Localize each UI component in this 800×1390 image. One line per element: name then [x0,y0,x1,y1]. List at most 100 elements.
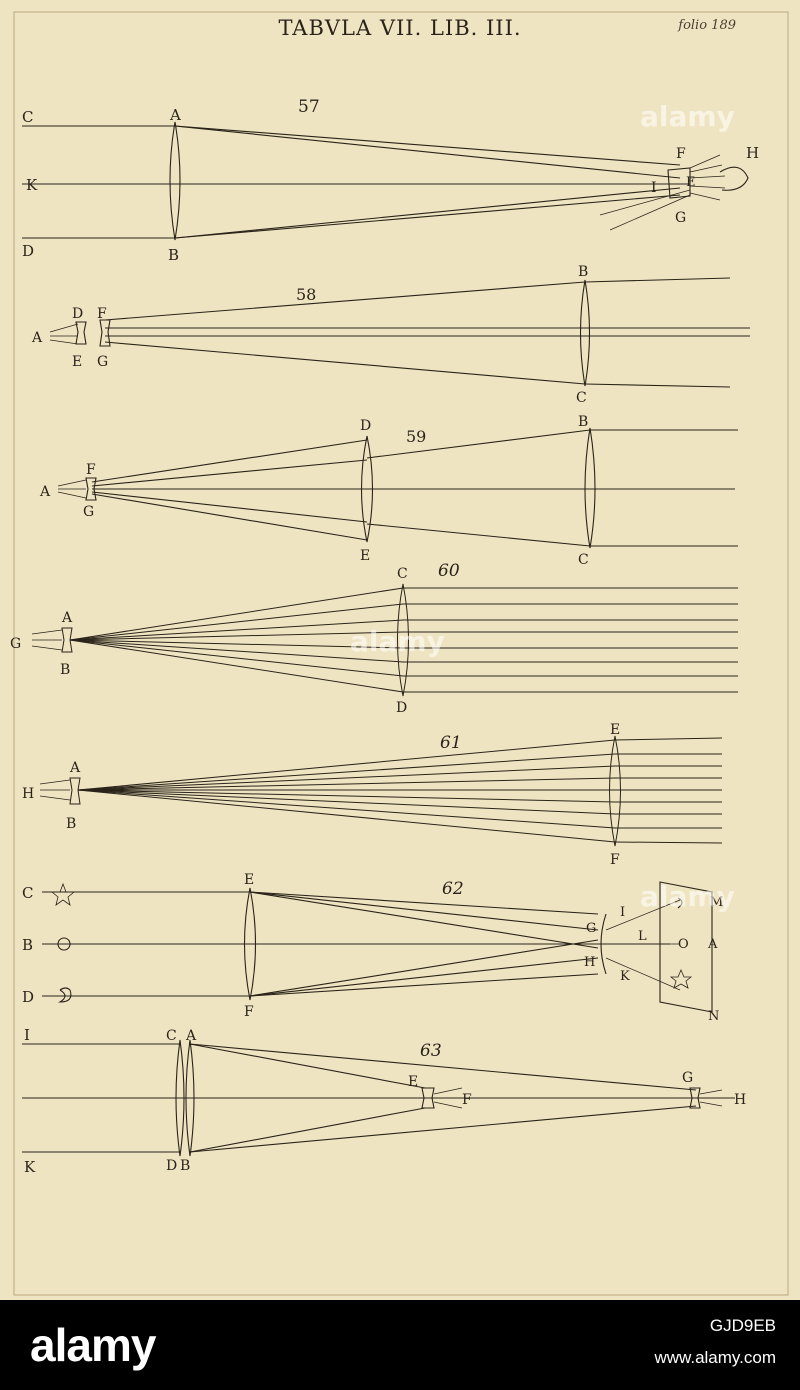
site-url: www.alamy.com [654,1348,776,1367]
figure-61-labels: 61 A H B E F [22,722,620,868]
figure-57-labels: 57 C A K D B F H E I G [22,97,759,264]
svg-text:A: A [185,1028,197,1044]
svg-text:K: K [26,176,38,194]
lens-58 [579,279,591,387]
eyepiece-60 [61,627,73,653]
figure-number-60: 60 [438,561,460,581]
concave-lens-62 [600,913,607,975]
svg-text:E: E [360,548,370,564]
svg-text:B: B [180,1158,190,1174]
eyepiece-57 [667,167,691,199]
svg-text:E: E [610,722,620,738]
svg-text:F: F [610,852,620,868]
svg-text:A: A [169,106,181,124]
figure-60-labels: 60 C A G B D [10,561,460,716]
svg-text:H: H [734,1092,746,1108]
image-id: GJD9EB [709,1316,776,1335]
svg-text:C: C [22,108,33,126]
svg-text:I: I [24,1026,30,1044]
svg-text:D: D [360,418,371,434]
plate-border [13,11,789,1296]
svg-text:G: G [682,1070,693,1086]
star-icon [50,882,76,906]
svg-text:D: D [22,988,34,1006]
lens-62 [243,887,257,1001]
figure-62-labels: 62 C E B D F G I H K L M O A N [22,872,723,1024]
svg-text:G: G [586,921,596,936]
svg-text:D: D [22,242,34,260]
footer-bar: alamy GJD9EB www.alamy.com [0,1300,800,1390]
svg-text:H: H [584,955,595,970]
svg-text:H: H [22,786,34,802]
svg-text:O: O [678,937,689,952]
svg-text:A: A [31,330,43,346]
lens-63a [175,1039,185,1157]
figure-58 [49,277,750,388]
svg-text:E: E [72,354,82,370]
figure-57 [22,121,749,241]
figure-62 [42,881,713,1013]
svg-text:B: B [60,662,70,678]
svg-text:F: F [244,1004,254,1020]
star-image-icon [669,968,693,989]
svg-text:B: B [168,246,179,264]
svg-text:C: C [578,552,589,568]
moon-image-icon [677,897,683,909]
svg-text:D: D [396,700,407,716]
svg-text:F: F [462,1092,472,1108]
moon-icon [58,987,72,1003]
figure-59 [57,427,738,549]
eyepiece-63a [421,1087,435,1109]
svg-text:A: A [61,610,73,626]
svg-text:G: G [97,354,108,370]
svg-text:H: H [746,144,759,162]
svg-text:E: E [244,872,254,888]
svg-text:C: C [576,390,587,406]
svg-text:F: F [676,146,686,162]
figure-60 [31,583,738,697]
svg-text:I: I [651,180,657,196]
watermark: alamy [640,100,735,133]
plate-title: TABVLA VII. LIB. III. [278,16,522,40]
svg-text:A: A [39,484,51,500]
figure-number-63: 63 [420,1041,442,1061]
svg-text:A: A [707,937,718,952]
folio-number: folio 189 [678,18,736,33]
svg-text:F: F [86,462,96,478]
lens-61 [609,735,621,847]
sun-icon [57,937,71,951]
svg-text:B: B [22,936,33,954]
screen-62 [659,881,713,1013]
figure-58-labels: 58 D F A E G B C [31,264,588,406]
figure-number-57: 57 [298,97,320,117]
figure-59-labels: 59 D B F A G E C [39,414,589,568]
figure-number-62: 62 [442,879,464,899]
svg-text:G: G [83,504,94,520]
eyepiece-58a [75,321,87,345]
svg-text:A: A [69,760,81,776]
svg-text:E: E [408,1074,418,1090]
svg-text:B: B [578,264,588,280]
svg-text:M: M [710,895,723,910]
watermark: alamy [640,880,735,913]
lens-59b [584,427,596,549]
svg-text:F: F [97,306,107,322]
svg-text:C: C [166,1028,177,1044]
lens-60 [397,583,409,697]
eyepiece-58b [99,319,111,347]
alamy-logo: alamy [30,1319,156,1371]
svg-text:G: G [10,636,21,652]
svg-text:D: D [166,1158,177,1174]
figure-61 [39,735,723,847]
lens-59a [360,435,374,543]
eyepiece-63b [689,1087,701,1109]
svg-text:E: E [686,175,696,190]
plate-page: TABVLA VII. LIB. III. folio 189 57 C A K… [0,0,800,1300]
svg-text:K: K [620,969,630,984]
figure-number-58: 58 [296,285,316,304]
svg-text:C: C [22,884,33,902]
svg-text:B: B [578,414,588,430]
svg-text:K: K [24,1158,36,1176]
svg-text:D: D [72,306,83,322]
svg-text:L: L [638,929,647,944]
